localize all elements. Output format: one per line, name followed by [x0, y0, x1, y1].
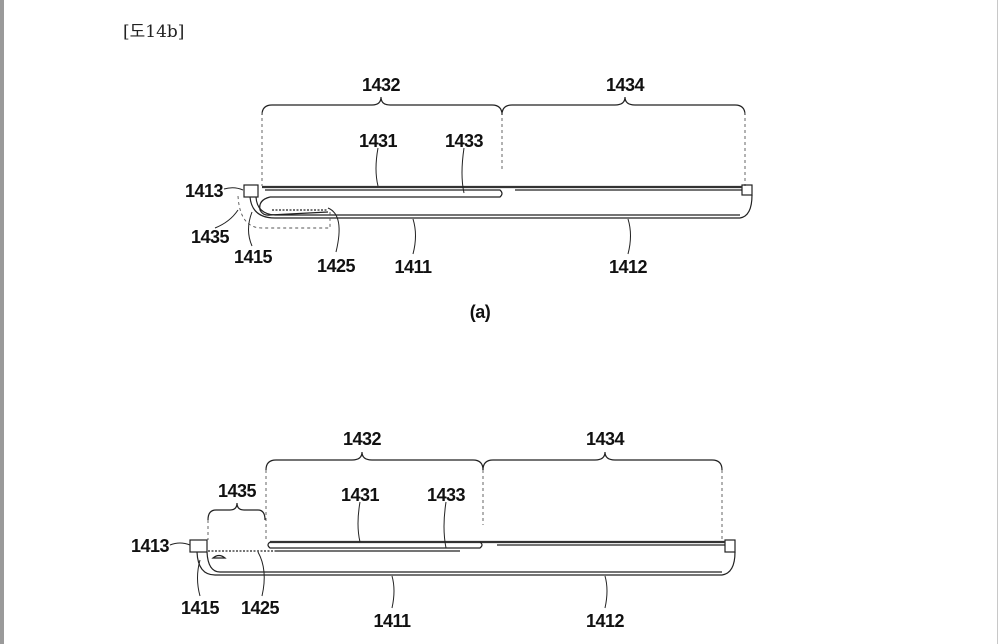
label-1435: 1435	[191, 227, 230, 247]
housing-inner	[206, 551, 722, 573]
label-1434: 1434	[606, 75, 645, 95]
part-1413	[189, 539, 208, 553]
fold-1433	[267, 541, 483, 549]
leader	[214, 209, 239, 229]
bracket-1434	[482, 451, 723, 471]
caption-a: (a)	[470, 302, 491, 322]
bracket-1432	[261, 96, 503, 116]
right-cap	[741, 184, 753, 196]
label-1425: 1425	[317, 256, 356, 276]
fold-1433	[265, 189, 503, 198]
label-1415: 1415	[181, 598, 220, 618]
leader	[443, 501, 447, 549]
leader	[223, 187, 244, 191]
label-1413: 1413	[131, 536, 170, 556]
label-1433: 1433	[445, 131, 484, 151]
leader	[197, 559, 201, 597]
leader	[248, 211, 253, 247]
label-1433: 1433	[427, 485, 466, 505]
leader	[169, 542, 191, 546]
label-1415: 1415	[234, 247, 273, 267]
label-1431: 1431	[359, 131, 398, 151]
bracket-1435	[207, 502, 266, 521]
bracket-1432	[265, 451, 484, 471]
label-1434: 1434	[586, 429, 625, 449]
leader	[327, 207, 340, 253]
roll-1425	[259, 196, 329, 216]
leader	[627, 218, 631, 255]
bracket-1434	[501, 96, 746, 116]
region-1435	[237, 195, 331, 229]
page-right-border	[997, 0, 998, 644]
label-1412: 1412	[609, 257, 648, 277]
label-1432: 1432	[343, 429, 382, 449]
figure-title: [도14b]	[123, 22, 185, 42]
housing-1411-1412	[249, 194, 753, 219]
label-1425: 1425	[241, 598, 280, 618]
right-cap	[724, 539, 736, 553]
part-1413	[243, 184, 259, 198]
label-1411: 1411	[373, 611, 411, 631]
label-1411: 1411	[394, 257, 432, 277]
leader	[357, 501, 361, 543]
small-part	[211, 554, 227, 559]
label-1412: 1412	[586, 611, 625, 631]
leader	[391, 575, 395, 609]
leader	[604, 575, 608, 609]
label-1435: 1435	[218, 481, 257, 501]
leader	[412, 218, 416, 255]
leader	[257, 551, 265, 597]
label-1432: 1432	[362, 75, 401, 95]
label-1431: 1431	[341, 485, 380, 505]
figure-a: 1432 1434 1431 1433 1413 1435 1415 1425 …	[185, 75, 753, 322]
leader	[375, 147, 379, 187]
housing-inner	[255, 196, 740, 216]
page-left-border	[0, 0, 4, 644]
leader	[461, 147, 465, 194]
figure-b: 1432 1434 1435 1431 1433 1413 1415 1425 …	[131, 429, 736, 631]
label-1413: 1413	[185, 181, 224, 201]
